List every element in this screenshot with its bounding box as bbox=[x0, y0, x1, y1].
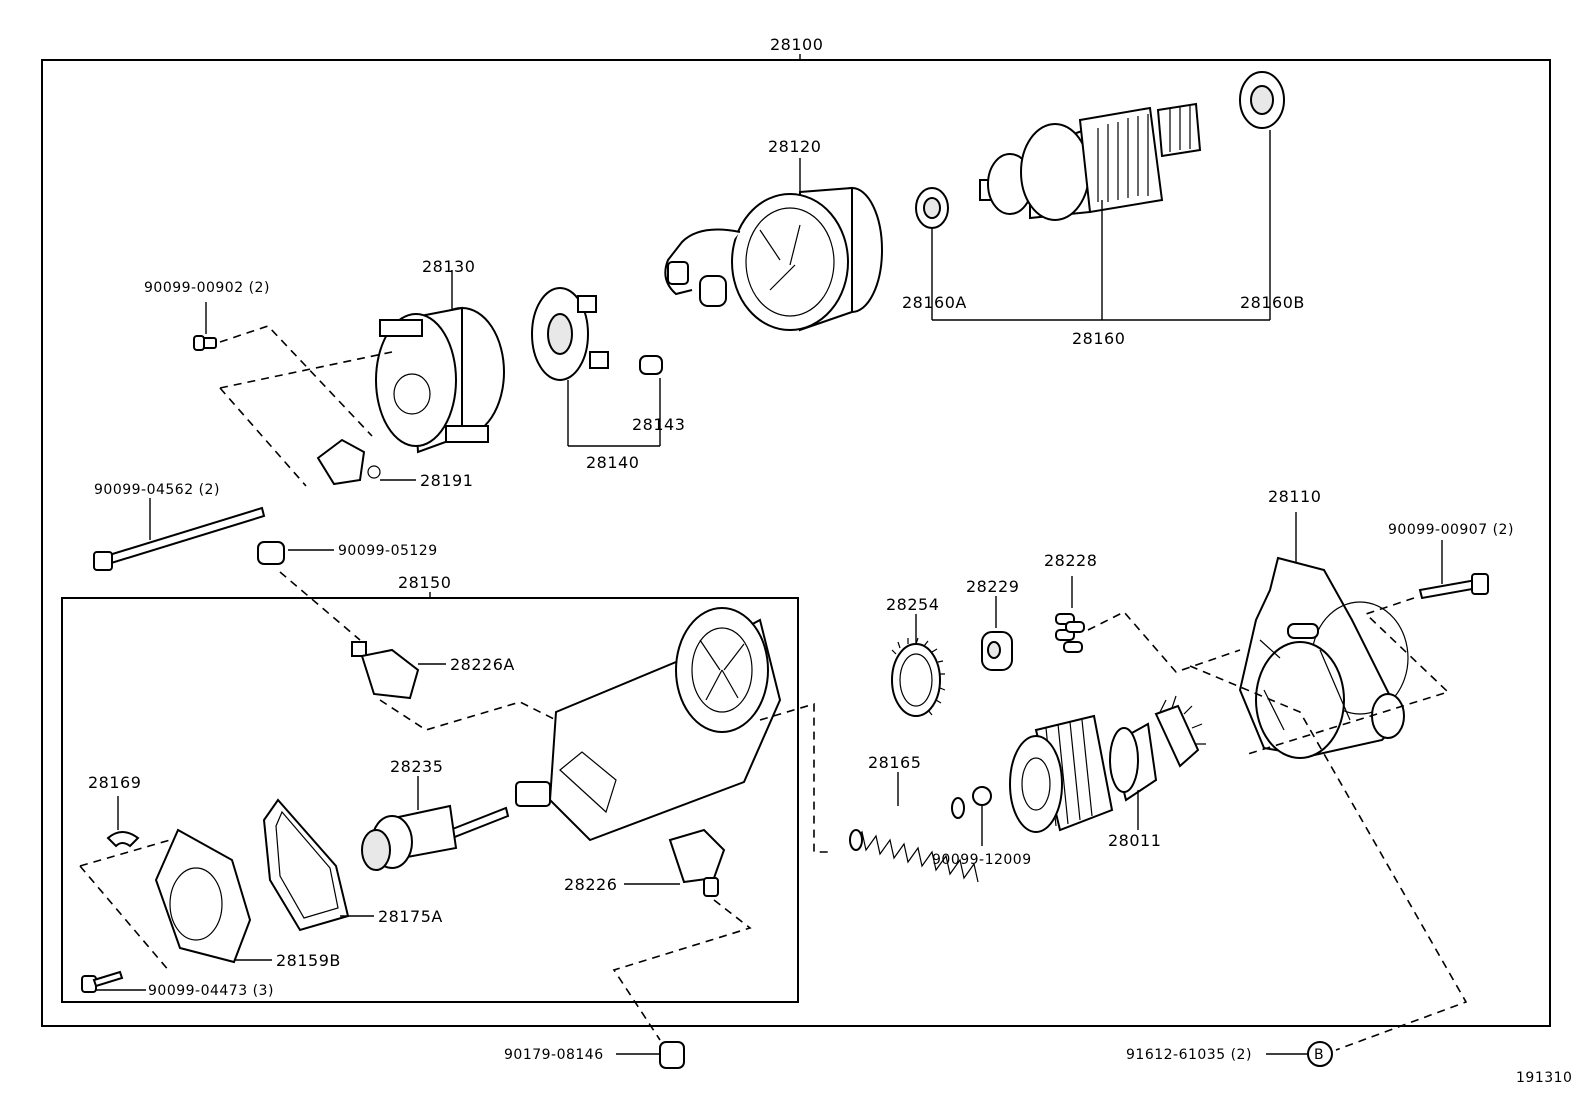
part-28169-clip bbox=[106, 831, 140, 848]
label-28120: 28120 bbox=[768, 137, 821, 156]
label-28159B: 28159B bbox=[276, 951, 341, 970]
part-28143-brush bbox=[639, 355, 663, 375]
part-28175A-gasket bbox=[262, 798, 350, 932]
label-28110: 28110 bbox=[1268, 487, 1321, 506]
label-28165: 28165 bbox=[868, 753, 921, 772]
figure-id: 191310 bbox=[1516, 1070, 1572, 1086]
part-28226A-terminal bbox=[351, 641, 420, 700]
part-90179-08146-nut bbox=[659, 1041, 685, 1069]
part-28235-plunger bbox=[361, 804, 510, 871]
label-28160B: 28160B bbox=[1240, 293, 1305, 312]
part-28110-starter-housing bbox=[1238, 556, 1409, 759]
part-28160B-bearing bbox=[1239, 71, 1285, 129]
label-28150: 28150 bbox=[398, 573, 451, 592]
part-90099-04473-screw bbox=[81, 970, 124, 993]
label-28011: 28011 bbox=[1108, 831, 1161, 850]
label-28235: 28235 bbox=[390, 757, 443, 776]
part-90099-04562-through-bolt bbox=[93, 506, 266, 571]
part-28229-retainer bbox=[981, 631, 1013, 671]
part-90099-00902-screw bbox=[193, 335, 217, 351]
label-28175A: 28175A bbox=[378, 907, 443, 926]
label-28228: 28228 bbox=[1044, 551, 1097, 570]
label-90099-00907: 90099-00907 (2) bbox=[1388, 522, 1514, 538]
label-28254: 28254 bbox=[886, 595, 939, 614]
label-28160: 28160 bbox=[1072, 329, 1125, 348]
part-28160-armature bbox=[979, 102, 1202, 221]
label-28229: 28229 bbox=[966, 577, 1019, 596]
part-90099-00907-bolt bbox=[1418, 573, 1489, 600]
bolt-symbol-letter: B bbox=[1314, 1047, 1324, 1063]
label-28226A: 28226A bbox=[450, 655, 515, 674]
part-90099-12009-ball bbox=[972, 786, 992, 806]
part-28120-yoke bbox=[664, 186, 883, 332]
part-28011-clutch bbox=[1009, 695, 1206, 833]
label-28100: 28100 bbox=[770, 35, 823, 54]
part-28228-rollers bbox=[1055, 613, 1085, 653]
part-28226-terminal bbox=[668, 828, 726, 897]
label-28226: 28226 bbox=[564, 875, 617, 894]
part-28191-insulator bbox=[316, 438, 381, 486]
label-90099-00902: 90099-00902 (2) bbox=[144, 280, 270, 296]
label-90099-04562: 90099-04562 (2) bbox=[94, 482, 220, 498]
label-28140: 28140 bbox=[586, 453, 639, 472]
part-28130-end-frame bbox=[375, 306, 505, 454]
label-90179-08146: 90179-08146 bbox=[504, 1047, 604, 1063]
label-90099-05129: 90099-05129 bbox=[338, 543, 438, 559]
part-28254-idler-gear bbox=[891, 637, 946, 717]
label-28191: 28191 bbox=[420, 471, 473, 490]
part-28160A-bearing bbox=[915, 187, 949, 229]
part-28150-magnetic-switch bbox=[515, 607, 782, 842]
part-28140-brush-holder bbox=[531, 287, 609, 381]
assembly-frame bbox=[41, 59, 1551, 1027]
label-28169: 28169 bbox=[88, 773, 141, 792]
part-91612-61035-bolt-symbol: B bbox=[1307, 1041, 1333, 1067]
label-90099-12009: 90099-12009 bbox=[932, 852, 1032, 868]
label-90099-04473: 90099-04473 (3) bbox=[148, 983, 274, 999]
label-28160A: 28160A bbox=[902, 293, 967, 312]
part-90099-05129-nut bbox=[257, 541, 285, 565]
label-28143: 28143 bbox=[632, 415, 685, 434]
part-28159B-end-cover bbox=[154, 828, 252, 964]
label-28130: 28130 bbox=[422, 257, 475, 276]
label-91612-61035: 91612-61035 (2) bbox=[1126, 1047, 1252, 1063]
part-28165-spring bbox=[849, 797, 979, 883]
